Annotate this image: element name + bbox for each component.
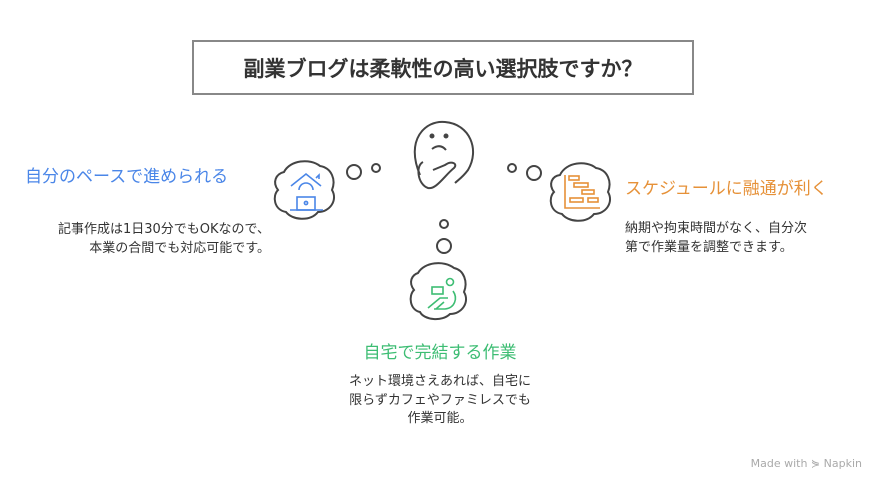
- description-line: 本業の合間でも対応可能です。: [89, 240, 270, 256]
- option-description-work-from-home: ネット環境さえあれば、自宅に 限らずカフェやファミレスでも 作業可能。: [300, 373, 580, 429]
- option-description-own-pace: 記事作成は1日30分でもOKなので、 本業の合間でも対応可能です。: [58, 221, 270, 258]
- option-description-flexible-schedule: 納期や拘束時間がなく、自分次 第で作業量を調整できます。: [625, 220, 807, 257]
- cloud-left: [273, 160, 336, 220]
- description-line: 作業可能。: [407, 411, 473, 426]
- option-heading-work-from-home: 自宅で完結する作業: [363, 343, 517, 363]
- thinking-face-icon: [413, 120, 474, 190]
- option-heading-own-pace: 自分のペースで進められる: [25, 167, 229, 187]
- thought-bubbles: [346, 163, 542, 254]
- gantt-chart-icon: [564, 175, 600, 209]
- napkin-branding: Made with ⋟ Napkin: [750, 457, 862, 470]
- description-line: 納期や拘束時間がなく、自分次: [625, 221, 808, 236]
- description-line: 記事作成は1日30分でもOKなので、: [57, 222, 270, 237]
- option-heading-flexible-schedule: スケジュールに融通が利く: [625, 179, 828, 199]
- description-line: 限らずカフェやファミレスでも: [349, 392, 531, 408]
- home-office-icon: [290, 172, 323, 211]
- cloud-right: [549, 162, 612, 222]
- diagram-title: 副業ブログは柔軟性の高い選択肢ですか？: [192, 40, 694, 95]
- description-line: 第で作業量を調整できます。: [625, 239, 793, 255]
- description-line: ネット環境さえあれば、自宅に: [348, 374, 531, 389]
- cloud-bottom: [409, 262, 468, 320]
- relaxed-laptop-icon: [427, 277, 457, 310]
